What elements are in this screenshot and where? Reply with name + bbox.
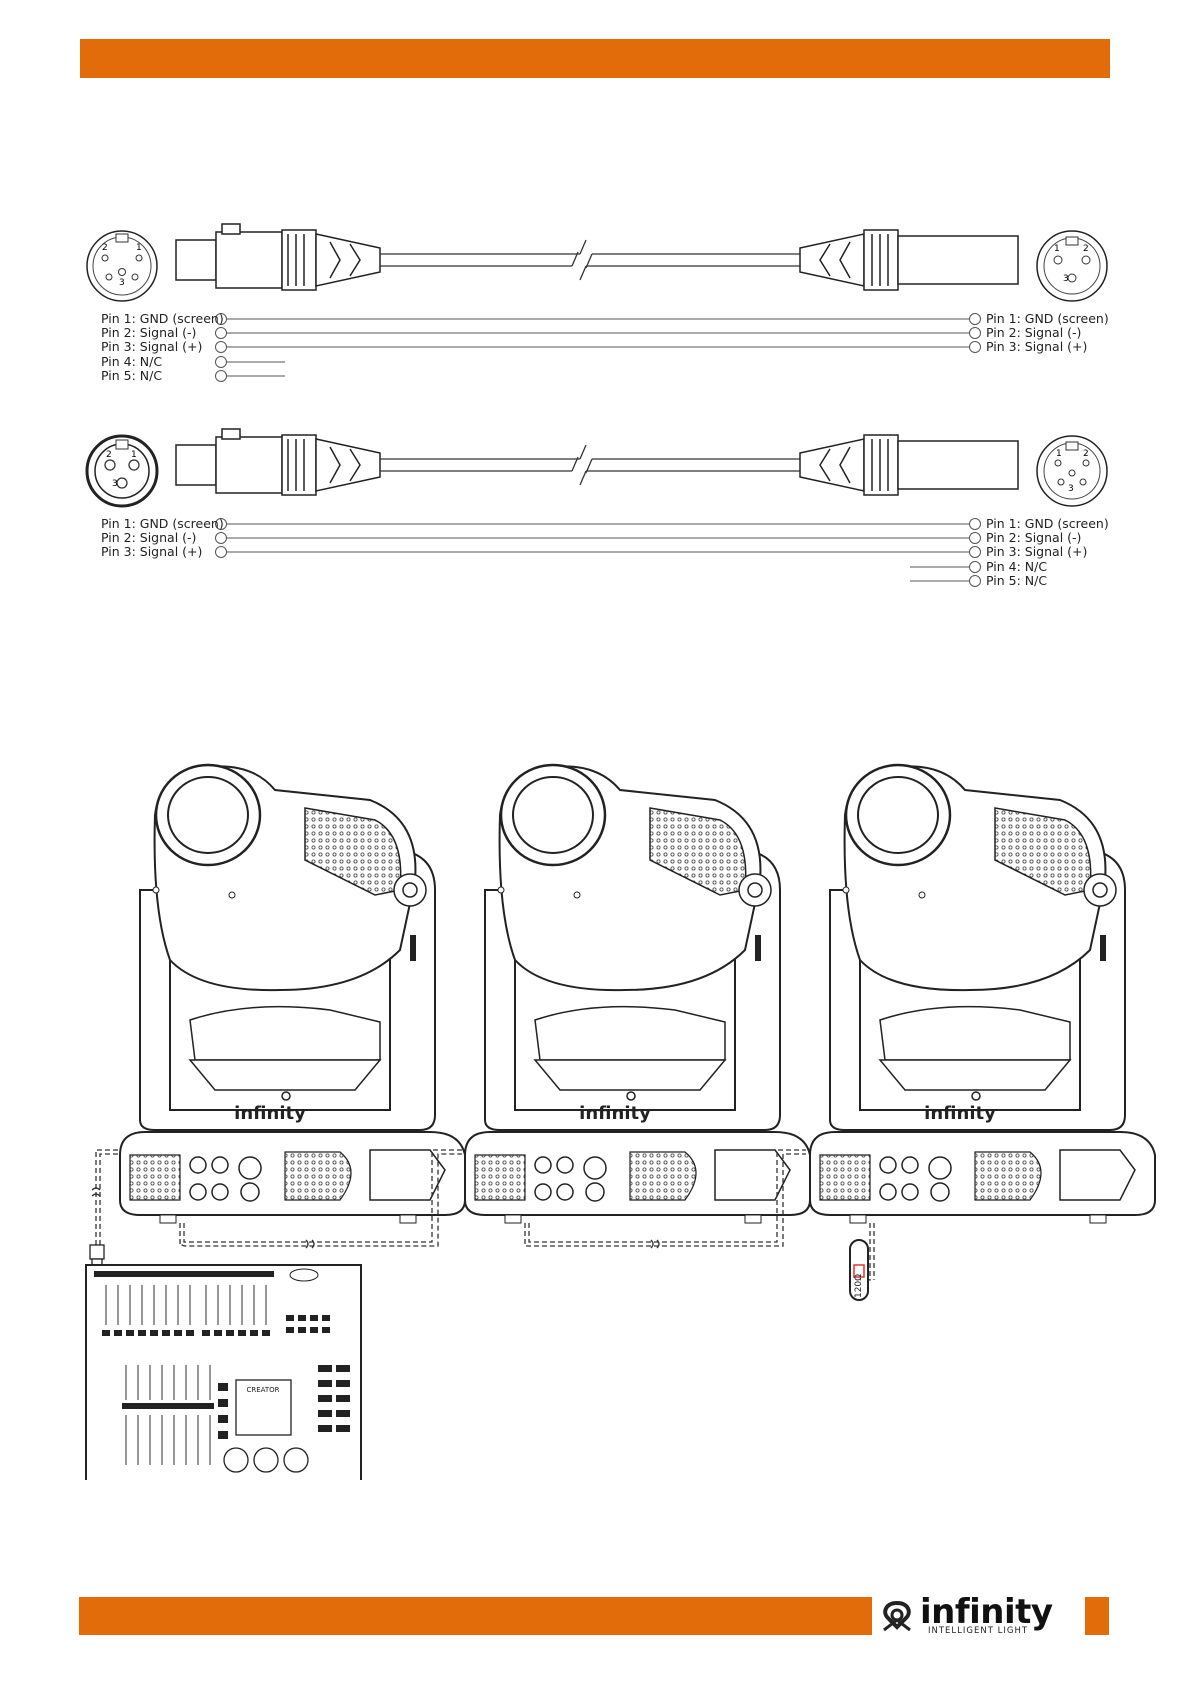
moving-head-fixture: infinity xyxy=(808,763,1157,1225)
cable-wire xyxy=(380,239,800,281)
xlr-male-plug-body xyxy=(799,434,1019,496)
pin-label: Pin 1: GND (screen) xyxy=(101,311,224,326)
terminator-label: 120Ω xyxy=(854,1274,864,1298)
pin-label: Pin 4: N/C xyxy=(986,559,1048,574)
face-pin-number: 2 xyxy=(102,243,108,253)
brand-logo: infinity INTELLIGENT LIGHT xyxy=(878,1592,1078,1638)
header-band xyxy=(80,39,1110,78)
pin-label: Pin 3: Signal (+) xyxy=(986,544,1088,559)
pin-label: Pin 1: GND (screen) xyxy=(986,516,1109,531)
cable-wire xyxy=(380,444,800,486)
logo-word: infinity xyxy=(920,1592,1053,1632)
xlr-3pin-female-face: 2 1 3 xyxy=(85,434,159,508)
pin-label: Pin 4: N/C xyxy=(101,354,163,369)
face-pin-number: 3 xyxy=(119,278,125,288)
face-pin-number: 1 xyxy=(1054,244,1060,254)
fixture-brand-label: infinity xyxy=(924,1103,996,1124)
xlr-male-plug-body xyxy=(799,229,1019,291)
pin-label: Pin 5: N/C xyxy=(101,368,163,383)
fixture-brand-label: infinity xyxy=(234,1103,306,1124)
cable-diagram-5pin-to-3pin: 2 1 3 1 2 3 xyxy=(86,223,1108,382)
xlr-3pin-male-face: 1 2 3 xyxy=(1036,230,1108,302)
infinity-logo-icon xyxy=(883,1600,911,1632)
moving-head-fixture: infinity xyxy=(118,763,467,1225)
controller-title: CREATOR xyxy=(246,1386,279,1394)
xlr-5pin-male-face: 1 2 3 xyxy=(1036,435,1108,507)
pin-label: Pin 1: GND (screen) xyxy=(986,311,1109,326)
face-pin-number: 1 xyxy=(1056,449,1062,459)
cable-diagram-3pin-to-5pin: 2 1 3 1 2 3 xyxy=(85,428,1108,587)
pin-wiring xyxy=(215,313,981,382)
fixture-brand-label: infinity xyxy=(579,1103,651,1124)
face-pin-number: 3 xyxy=(1068,484,1074,494)
face-pin-number: 1 xyxy=(136,243,142,253)
face-pin-number: 2 xyxy=(1083,244,1089,254)
face-pin-number: 2 xyxy=(106,450,112,460)
pin-label: Pin 5: N/C xyxy=(986,573,1048,588)
pin-label: Pin 3: Signal (+) xyxy=(101,339,203,354)
face-pin-number: 2 xyxy=(1083,449,1089,459)
dmx-controller: CREATOR xyxy=(85,1264,362,1480)
footer-band-right xyxy=(1085,1597,1109,1635)
dmx-cable xyxy=(95,1149,875,1281)
cable-break-mark xyxy=(91,1187,660,1249)
face-pin-number: 1 xyxy=(131,450,137,460)
pin-label: Pin 3: Signal (+) xyxy=(101,544,203,559)
footer-band-left xyxy=(79,1597,872,1635)
xlr-5pin-female-face: 2 1 3 xyxy=(86,230,158,302)
face-pin-number: 3 xyxy=(112,479,118,489)
pin-wiring xyxy=(215,518,981,587)
dmx-terminator: 120Ω xyxy=(849,1239,869,1301)
pin-label: Pin 1: GND (screen) xyxy=(101,516,224,531)
face-pin-number: 3 xyxy=(1063,274,1069,284)
xlr-female-plug-body xyxy=(175,223,381,291)
pin-label: Pin 2: Signal (-) xyxy=(986,530,1082,545)
pin-label: Pin 2: Signal (-) xyxy=(101,530,197,545)
logo-tagline: INTELLIGENT LIGHT xyxy=(928,1626,1029,1636)
dmx-fixture-chain: infinity infinity infinity xyxy=(85,763,1157,1480)
pin-label: Pin 2: Signal (-) xyxy=(101,325,197,340)
moving-head-fixture: infinity xyxy=(463,763,812,1225)
pin-label: Pin 2: Signal (-) xyxy=(986,325,1082,340)
xlr-female-plug-body xyxy=(175,428,381,496)
pin-label: Pin 3: Signal (+) xyxy=(986,339,1088,354)
